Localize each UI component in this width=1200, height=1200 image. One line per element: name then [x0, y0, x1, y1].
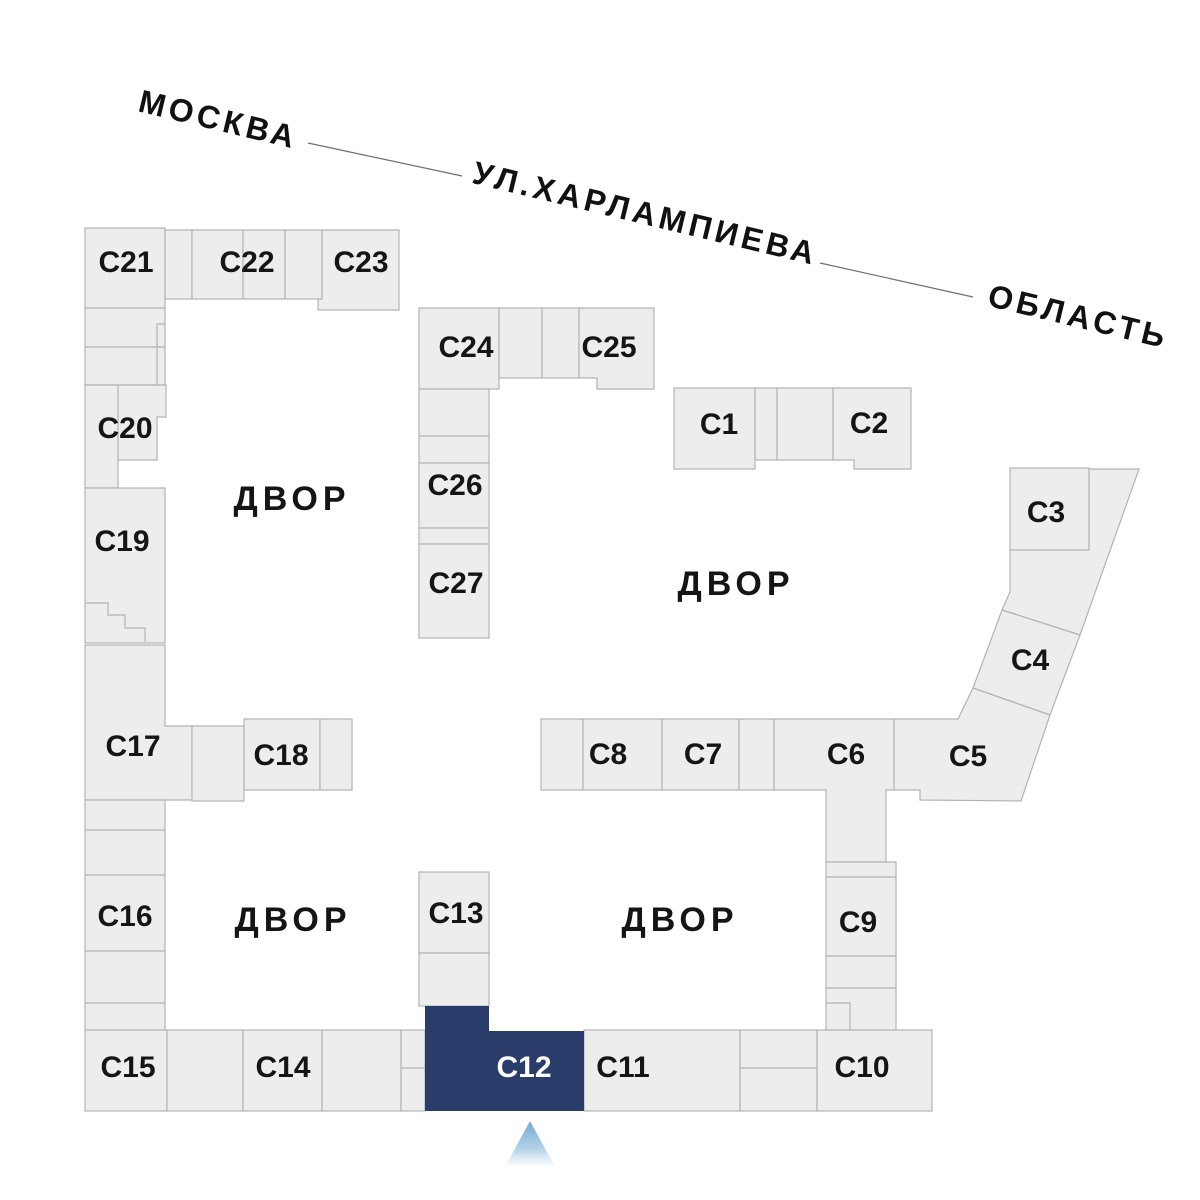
building-section — [825, 861, 897, 878]
building-c4-label: C4 — [1011, 644, 1050, 677]
building-c16-label: C16 — [97, 900, 152, 933]
building-section — [540, 718, 584, 791]
divider-line — [826, 1002, 851, 1030]
building-c7-label: C7 — [684, 738, 722, 771]
building-c18-label: C18 — [253, 739, 308, 772]
building-section — [776, 387, 834, 461]
building-c20-label: C20 — [97, 412, 152, 445]
building-section — [498, 307, 543, 379]
building-c13-shape[interactable] — [418, 871, 490, 954]
building-c17-shape[interactable] — [84, 644, 193, 801]
building-c2-label: C2 — [850, 407, 888, 440]
building-section — [1001, 468, 1140, 636]
building-c15-shape[interactable] — [84, 1029, 168, 1112]
building-c9-label: C9 — [839, 906, 877, 939]
building-c10-shape[interactable] — [816, 1029, 933, 1112]
divider-line — [156, 323, 165, 385]
building-section — [84, 950, 166, 1004]
building-c3-shape[interactable] — [1009, 467, 1090, 551]
courtyard-label: ДВОР — [234, 901, 351, 939]
building-section — [541, 307, 580, 379]
building-c2-shape[interactable] — [832, 387, 912, 470]
building-section — [166, 1029, 244, 1112]
building-c5-shape[interactable] — [893, 687, 1051, 802]
building-c21-shape[interactable] — [84, 227, 166, 309]
building-section — [738, 718, 775, 791]
building-c7-shape[interactable] — [661, 718, 740, 791]
building-c27-shape[interactable] — [418, 543, 490, 639]
building-section — [191, 725, 245, 802]
building-c9-shape[interactable] — [825, 876, 897, 957]
building-c24-shape[interactable] — [418, 307, 500, 390]
building-c1-shape[interactable] — [673, 387, 756, 470]
building-c18-shape[interactable] — [243, 718, 321, 791]
building-c25-shape[interactable] — [578, 307, 655, 390]
building-section — [418, 952, 490, 1007]
building-c23-label: C23 — [333, 246, 388, 279]
building-section — [84, 829, 166, 876]
building-section — [164, 229, 193, 300]
building-c14-label: C14 — [255, 1051, 310, 1084]
street-connector-line — [307, 142, 463, 177]
building-c13-label: C13 — [428, 897, 483, 930]
courtyard-label: ДВОР — [621, 901, 738, 939]
building-section — [321, 1029, 402, 1112]
building-section — [739, 1029, 818, 1112]
building-c19-label: C19 — [94, 525, 149, 558]
building-c1-label: C1 — [700, 408, 738, 441]
building-section — [418, 527, 490, 545]
building-c12-label: C12 — [496, 1051, 551, 1084]
building-c12-shape-selected[interactable] — [425, 1006, 584, 1111]
building-c3-label: C3 — [1027, 496, 1065, 529]
building-section — [84, 1002, 166, 1031]
building-c17-label: C17 — [105, 730, 160, 763]
building-section — [754, 387, 778, 461]
building-section — [84, 346, 166, 386]
courtyard-label: ДВОР — [233, 480, 350, 518]
building-c6-label: C6 — [827, 738, 865, 771]
building-section — [418, 435, 490, 464]
building-section — [825, 987, 897, 1031]
building-c22-label: C22 — [219, 246, 274, 279]
street-label-kharlampieva: УЛ.ХАРЛАМПИЕВА — [469, 154, 822, 272]
building-c22-shape[interactable] — [191, 229, 286, 300]
building-c11-label: C11 — [596, 1051, 649, 1084]
building-section — [825, 955, 897, 989]
building-c21-label: C21 — [98, 246, 153, 279]
courtyard-label: ДВОР — [677, 565, 794, 603]
building-c26-shape[interactable] — [418, 462, 490, 529]
street-label-moskva: МОСКВА — [135, 83, 302, 156]
street-label-oblast: ОБЛАСТЬ — [985, 277, 1173, 355]
building-section — [319, 718, 353, 791]
building-section — [84, 307, 166, 348]
building-c25-label: C25 — [581, 331, 636, 364]
building-c5-label: C5 — [949, 740, 987, 773]
building-c26-label: C26 — [427, 469, 482, 502]
building-c15-label: C15 — [100, 1051, 155, 1084]
building-c10-label: C10 — [834, 1051, 889, 1084]
building-section — [400, 1029, 426, 1112]
building-c14-shape[interactable] — [242, 1029, 323, 1112]
divider-line — [86, 602, 146, 642]
street-connector-line — [819, 262, 974, 298]
building-c24-label: C24 — [438, 331, 493, 364]
building-c27-label: C27 — [428, 567, 483, 600]
building-section — [284, 229, 323, 300]
building-section — [418, 388, 490, 437]
building-section — [84, 799, 166, 831]
building-c11-shape[interactable] — [583, 1029, 741, 1112]
building-c23-shape[interactable] — [317, 229, 400, 311]
selection-pointer-triangle — [506, 1121, 554, 1165]
building-c8-label: C8 — [589, 738, 627, 771]
